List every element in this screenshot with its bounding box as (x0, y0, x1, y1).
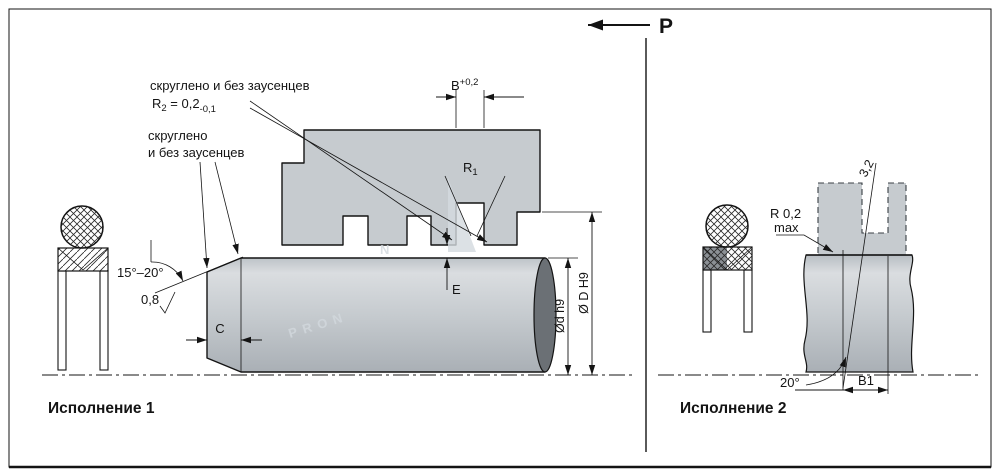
seal-cross-section-1 (57, 205, 109, 371)
view-direction-arrow: P (588, 15, 673, 38)
callout-chamfer-angle: 15°–20° (117, 240, 244, 294)
rod2-body (803, 254, 915, 373)
roughness-1-label: 0,8 (141, 292, 159, 307)
seal-band-wedge-lines (57, 247, 109, 271)
rod-1 (206, 257, 557, 373)
dimension-rod-diameter: Ød h9 (548, 257, 578, 375)
seal2-band-wedge-lines (702, 246, 753, 271)
gland-grooved-part (281, 129, 541, 246)
note-rounded-leader-1 (214, 161, 239, 255)
dim-c-label: C (215, 321, 224, 336)
callout-roughness-1: 0,8 (141, 291, 176, 314)
frame-corner-top-right (953, 8, 992, 47)
version2-shapes (702, 182, 915, 373)
rod-end-face (533, 257, 557, 373)
seal2-leg-right (743, 269, 753, 333)
seal-cross-section-2 (702, 204, 753, 333)
caption-version-1: Исполнение 1 (48, 400, 155, 417)
caption-version-2: Исполнение 2 (680, 400, 786, 417)
note-rounded-leader-2 (199, 161, 210, 269)
frame-corner-top-left (8, 8, 47, 47)
dimension-clearance-E: E (443, 228, 461, 297)
callout-radius-max: R 0,2 max (770, 206, 834, 253)
seal-band (57, 247, 109, 272)
seal2-band (702, 246, 753, 271)
radius-max-line1: R 0,2 (770, 206, 801, 221)
angle-20-label: 20° (780, 375, 800, 390)
chamfer-extension-line (154, 256, 244, 294)
o-ring2 (705, 204, 749, 248)
seal-leg-left (57, 270, 67, 371)
r1-label: R1 (463, 160, 478, 178)
dimension-groove-width-B: B+0,2 (436, 77, 524, 128)
note-rounded-burr-free-top: скруглено и без заусенцев (150, 78, 310, 93)
version1-annotations: скруглено и без заусенцев R2 = 0,2-0,1 с… (117, 77, 602, 375)
r1-funnel-lines (444, 175, 506, 237)
chamfer-angle-label: 15°–20° (117, 265, 164, 280)
dim-b1-label: B1 (858, 373, 874, 388)
angle-arc (150, 261, 184, 282)
note-r2-formula: R2 = 0,2-0,1 (152, 96, 216, 115)
version2-annotations: 3,2 R 0,2 max 20° B1 (770, 157, 889, 394)
dimension-groove-angle: 20° (780, 356, 847, 390)
dimension-chamfer-length-C: C (186, 321, 262, 344)
o-ring (60, 205, 104, 249)
seal2-leg-left (702, 269, 712, 333)
note-r2-leader-1 (249, 100, 453, 241)
view-arrow-label: P (659, 15, 673, 38)
note-rounded-line1: скруглено (148, 128, 207, 143)
gland2-dashed-part (817, 182, 907, 256)
dim-e-label: E (452, 282, 461, 297)
note-r2-leader-2 (249, 107, 488, 243)
seal-leg-right (99, 270, 109, 371)
dim-d-label: Ød h9 (553, 299, 567, 333)
roughness-check-mark (159, 291, 176, 314)
watermark-logo-letter: N (380, 242, 389, 257)
callout-groove-radius-R1: R1 (444, 160, 506, 237)
radius-max-line2: max (774, 220, 799, 235)
dimension-groove-width-B1: B1 (795, 373, 888, 394)
groove-flank-line (842, 162, 877, 389)
rod-body (206, 257, 546, 373)
version1-shapes (57, 129, 557, 373)
note-rounded-line2: и без заусенцев (148, 145, 245, 160)
frame-corner-bottom-left (8, 429, 47, 468)
dim-D-label: Ø D H9 (577, 272, 591, 314)
drawing-frame (8, 8, 992, 469)
dimension-bore-diameter: Ø D H9 (542, 211, 602, 375)
frame-corner-bottom-right (953, 429, 992, 468)
radius-max-leader (776, 234, 834, 253)
dim-b-label: B+0,2 (451, 77, 478, 93)
angle-20-arc (805, 356, 847, 386)
